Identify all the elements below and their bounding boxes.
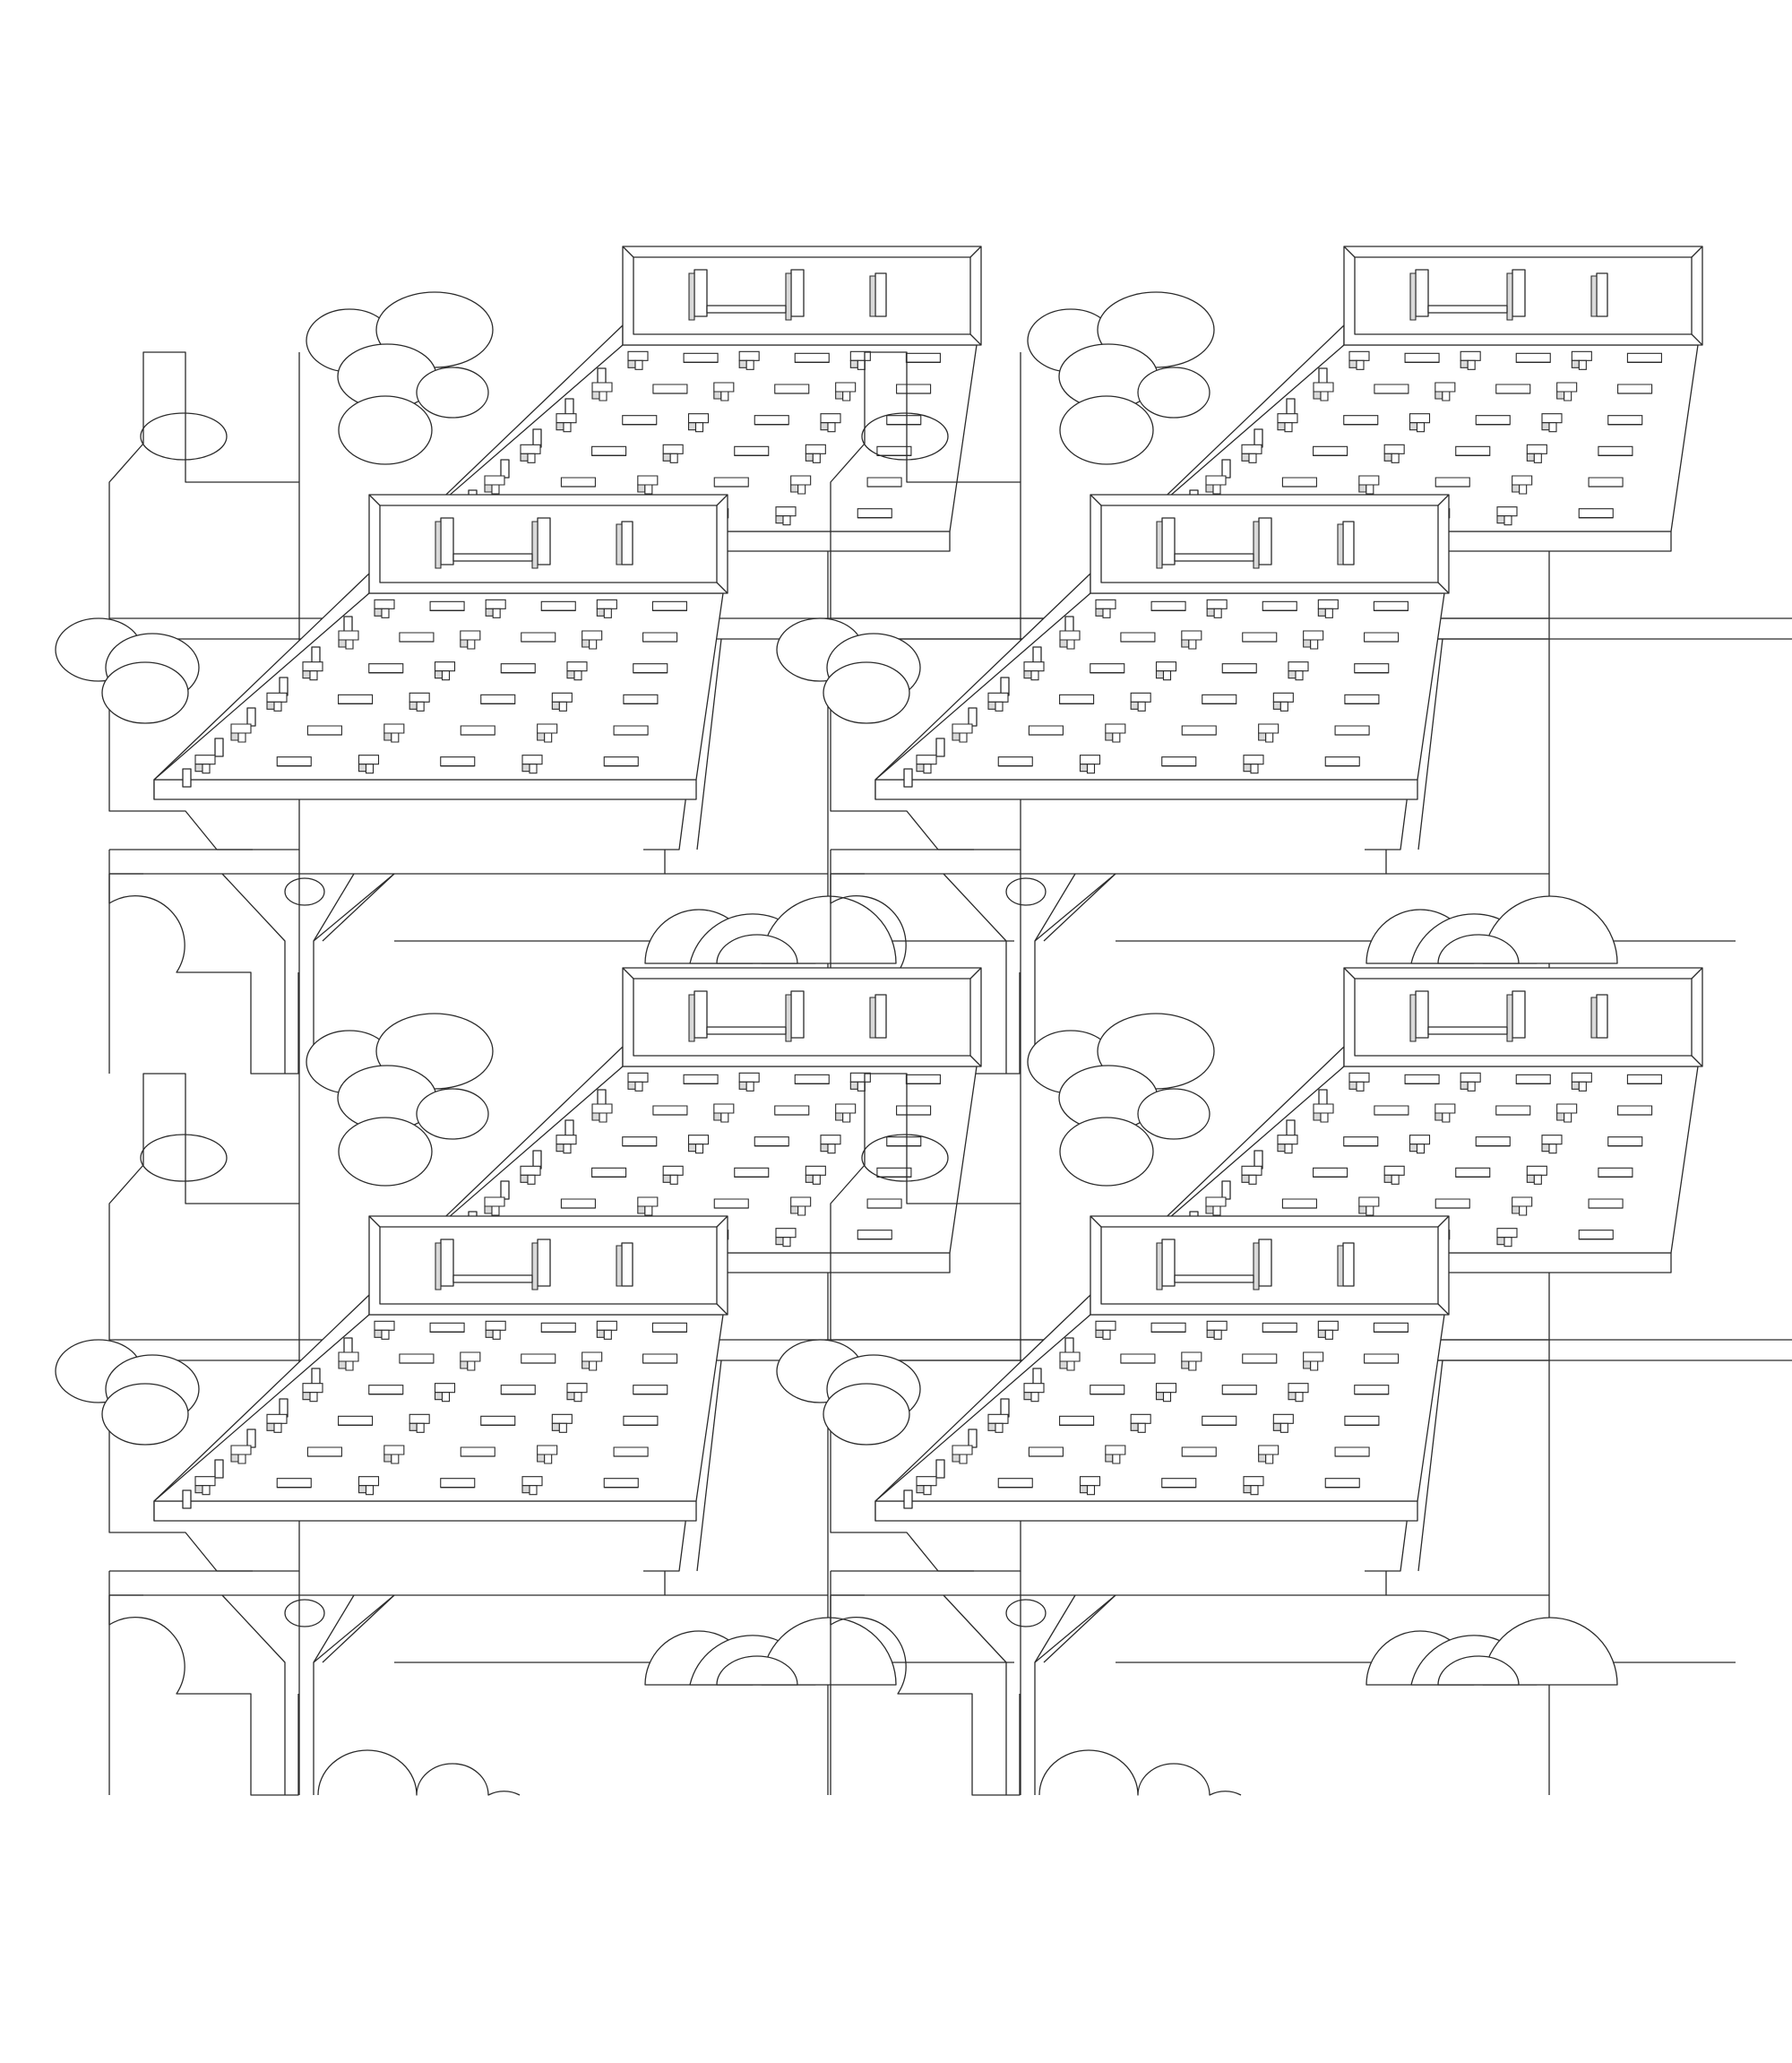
cloud-outline bbox=[317, 1749, 521, 1796]
calculator-icon bbox=[874, 494, 1450, 800]
cloud-cluster bbox=[55, 1339, 200, 1446]
calculator-icon bbox=[153, 494, 728, 800]
cloud-cluster bbox=[1027, 291, 1215, 465]
cloud-cluster bbox=[776, 1339, 921, 1446]
cloud-outline bbox=[1038, 1749, 1242, 1796]
cloud-cluster bbox=[1027, 1013, 1215, 1187]
calculator-icon bbox=[153, 1215, 728, 1522]
cloud-cluster bbox=[1366, 1617, 1618, 1686]
cloud-cluster bbox=[55, 617, 200, 724]
cloud-cluster bbox=[306, 1013, 494, 1187]
calculator-icon bbox=[874, 1215, 1450, 1522]
cloud-cluster bbox=[306, 291, 494, 465]
cloud-cluster bbox=[776, 617, 921, 724]
cloud-cluster bbox=[644, 895, 897, 964]
cloud-cluster bbox=[1366, 895, 1618, 964]
cloud-cluster bbox=[644, 1617, 897, 1686]
